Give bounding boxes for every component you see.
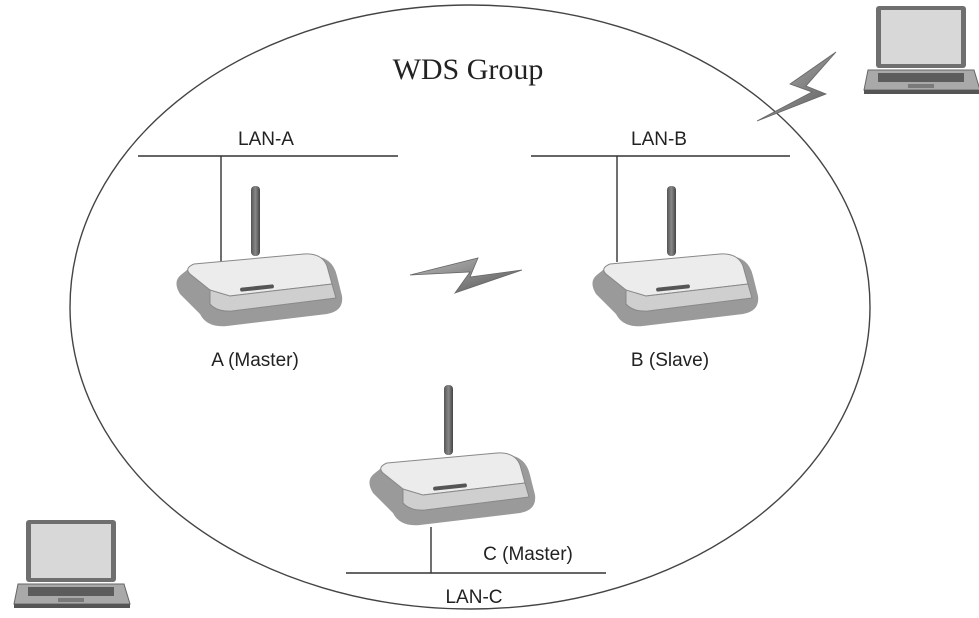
wireless-link-icon: [757, 52, 836, 121]
lan-c-label: LAN-C: [445, 587, 502, 608]
router-a-icon: [176, 186, 342, 326]
router-c-label: C (Master): [483, 544, 573, 565]
laptop-icon: [864, 6, 979, 94]
router-a-label: A (Master): [211, 350, 299, 371]
lan-b-label: LAN-B: [631, 129, 687, 150]
diagram-title: WDS Group: [393, 53, 544, 86]
router-b-label: B (Slave): [631, 350, 709, 371]
router-c-icon: [369, 385, 535, 525]
laptop-icon: [14, 520, 130, 608]
wireless-link-icon: [410, 258, 522, 293]
lan-a-label: LAN-A: [238, 129, 294, 150]
